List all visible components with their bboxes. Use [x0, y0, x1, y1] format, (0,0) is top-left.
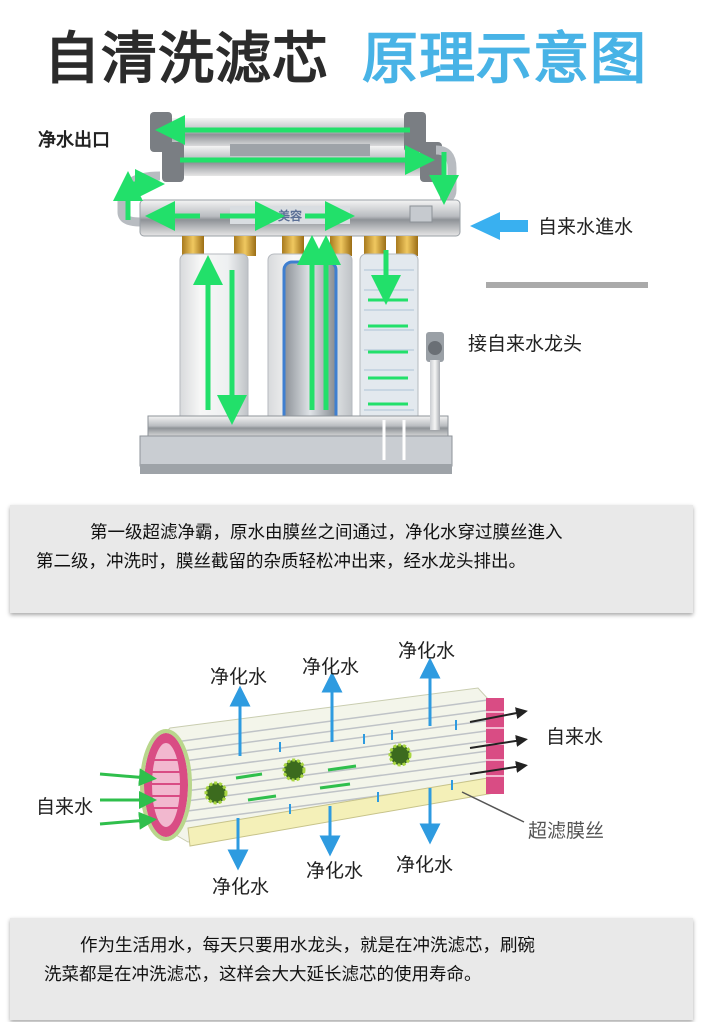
- tap-water-inflow-arrows: [99, 768, 157, 830]
- panel1-line2: 第二级，冲洗时，膜丝截留的杂质轻松冲出来，经水龙头排出。: [36, 552, 526, 572]
- panel2-line1: 作为生活用水，每天只要用水龙头，就是在冲洗滤芯，刷碗: [80, 936, 535, 956]
- purified-label-bottom-mid: 净化水: [306, 860, 364, 882]
- cross-flow-arrows: [368, 298, 408, 406]
- outlet-label: 净水出口: [38, 130, 110, 151]
- inlet-arrow: [470, 212, 528, 240]
- purifier-diagram: 美容: [113, 112, 648, 474]
- explanation-panel-1: 第一级超滤净霸，原水由膜丝之间通过，净化水穿过膜丝進入 第二级，冲洗时，膜丝截留…: [10, 505, 693, 613]
- drain-arrows: [382, 420, 406, 460]
- membrane-cartridge: [140, 687, 504, 847]
- brand-text: 美容: [278, 208, 302, 223]
- internal-flow-arrows: [235, 764, 357, 802]
- membrane-leader-line: [461, 791, 525, 823]
- membrane-label: 超滤膜丝: [528, 820, 605, 842]
- contaminant-particles: [204, 743, 412, 805]
- permeate-marks: [279, 720, 457, 814]
- panel1-line1: 第一级超滤净霸，原水由膜丝之间通过，净化水穿过膜丝進入: [90, 523, 563, 543]
- purified-water-down-arrows: [227, 788, 441, 871]
- purified-label-top-right: 净化水: [398, 640, 456, 662]
- faucet-fixture: [426, 332, 444, 430]
- membrane-diagram: [99, 657, 528, 871]
- purified-water-up-arrows: [229, 657, 441, 756]
- purified-label-bottom-left: 净化水: [212, 876, 270, 898]
- purified-label-bottom-right: 净化水: [396, 854, 454, 876]
- page-title: 自清洗滤芯: [44, 27, 329, 92]
- tap-water-outflow-arrows: [469, 707, 528, 775]
- title-bar: 自清洗滤芯 原理示意图: [0, 0, 705, 100]
- green-flow-arrows: [113, 115, 459, 425]
- inlet-label: 自来水進水: [538, 216, 634, 238]
- brass-fittings: [182, 236, 418, 256]
- tap-water-label-left: 自来水: [36, 796, 94, 818]
- faucet-label: 接自来水龙头: [468, 333, 583, 355]
- explanation-panel-2: 作为生活用水，每天只要用水龙头，就是在冲洗滤芯，刷碗 洗菜都是在冲洗滤芯，这样会…: [10, 918, 693, 1020]
- purified-label-top-left: 净化水: [210, 666, 268, 688]
- tap-water-label-right: 自来水: [546, 726, 604, 748]
- page-title-accent: 原理示意图: [362, 27, 647, 92]
- purified-label-top-mid: 净化水: [302, 656, 360, 678]
- divider-line: [486, 282, 648, 288]
- filter-housings: [179, 253, 419, 427]
- panel2-line2: 洗菜都是在冲洗滤芯，这样会大大延长滤芯的使用寿命。: [44, 965, 482, 985]
